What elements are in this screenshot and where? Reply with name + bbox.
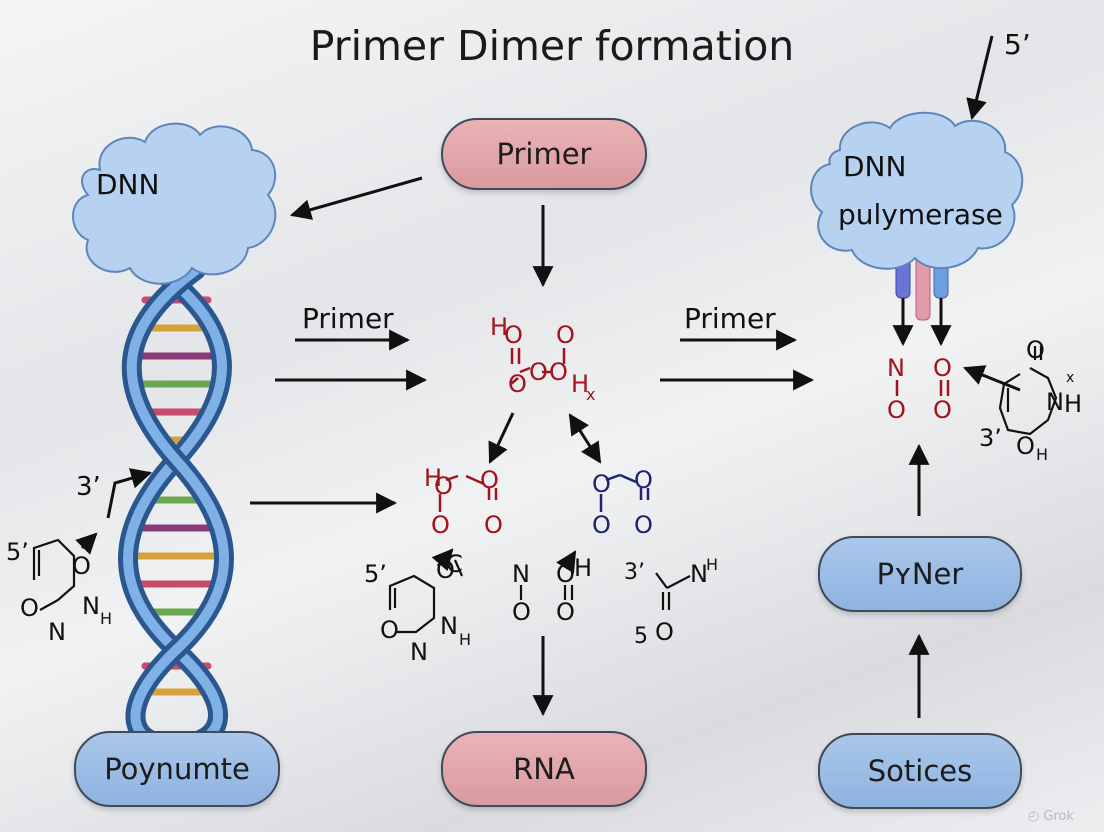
svg-text:H: H: [424, 464, 442, 492]
watermark-text: Grok: [1043, 809, 1074, 824]
svg-text:O: O: [504, 321, 523, 349]
ring-left: [32, 538, 76, 611]
svg-text:O: O: [634, 466, 653, 494]
grok-watermark: ◴ Grok: [1028, 809, 1074, 824]
arrows: [75, 35, 1021, 718]
strand-label-right-3: 3’: [979, 424, 1002, 452]
strand-label-center-5b: 5: [634, 624, 648, 649]
svg-text:N: N: [410, 638, 428, 666]
arrow-label-primer-right: Primer: [684, 302, 776, 335]
svg-text:x: x: [1066, 370, 1074, 386]
svg-text:O: O: [1026, 336, 1045, 364]
svg-text:N: N: [887, 354, 905, 382]
svg-text:O: O: [592, 470, 611, 498]
svg-text:H: H: [574, 554, 592, 582]
svg-text:O: O: [380, 616, 399, 644]
grok-icon: ◴: [1027, 809, 1040, 824]
poynumte-box[interactable]: Poynumte: [74, 731, 280, 807]
svg-text:N: N: [512, 560, 530, 588]
svg-text:O: O: [634, 511, 653, 539]
svg-text:O: O: [556, 598, 575, 626]
svg-text:N: N: [440, 612, 458, 640]
pyner-box[interactable]: PʏNer: [818, 536, 1022, 612]
molecule-right: [895, 380, 950, 396]
svg-text:H: H: [490, 313, 508, 341]
svg-text:H: H: [459, 630, 471, 649]
rna-box[interactable]: RNA: [441, 731, 647, 807]
svg-text:H: H: [706, 555, 718, 574]
svg-text:N: N: [48, 618, 66, 646]
svg-text:N: N: [690, 560, 708, 588]
strand-label-center-5: 5’: [364, 560, 387, 588]
strand-label-left-5: 5’: [6, 538, 29, 566]
svg-text:H: H: [100, 609, 112, 628]
svg-text:O: O: [655, 618, 674, 646]
svg-text:O: O: [933, 354, 952, 382]
svg-text:O: O: [556, 560, 575, 588]
arrow-center-ring: [431, 548, 454, 572]
dnn-cloud-left-label: DNN: [96, 168, 160, 201]
svg-text:C: C: [446, 550, 463, 578]
svg-text:O: O: [20, 594, 39, 622]
svg-text:O: O: [887, 396, 906, 424]
arrow-center-to-red: [488, 412, 515, 464]
arrow-top-5-down: [966, 35, 994, 121]
svg-text:N: N: [82, 592, 100, 620]
svg-text:O: O: [508, 370, 527, 398]
svg-text:N: N: [1046, 388, 1064, 416]
svg-text:O: O: [592, 511, 611, 539]
page-title: Primer Dimer formation: [309, 22, 795, 70]
svg-text:O: O: [549, 358, 568, 386]
arrow-oh-up: [556, 550, 577, 574]
strand-label-top-5: 5’: [1004, 28, 1031, 61]
svg-text:H: H: [571, 370, 589, 398]
svg-text:O: O: [529, 358, 548, 386]
sotices-box[interactable]: Sotices: [818, 733, 1022, 809]
molecule-red-lower: [438, 474, 498, 512]
molecule-center: [510, 348, 566, 385]
svg-text:O: O: [72, 552, 91, 580]
dnn-cloud-left: [72, 122, 277, 285]
svg-text:O: O: [484, 511, 503, 539]
molecule-navy: [599, 473, 650, 512]
svg-text:O: O: [431, 511, 450, 539]
arrow-3prime-left: [106, 468, 153, 519]
svg-text:H: H: [1064, 390, 1082, 418]
dna-helix: [118, 260, 234, 750]
primer-box[interactable]: Primer: [441, 118, 647, 190]
arrow-center-double: [568, 413, 602, 464]
svg-text:O: O: [512, 598, 531, 626]
svg-text:H: H: [1036, 445, 1048, 464]
arrow-left-ring: [75, 532, 98, 555]
strand-label-center-3: 3’: [624, 560, 645, 585]
svg-text:O: O: [1016, 432, 1035, 460]
arrow-label-primer-left: Primer: [302, 302, 394, 335]
svg-text:x: x: [586, 385, 595, 404]
dnn-polymerase-cloud: [810, 111, 1024, 270]
svg-text:O: O: [436, 556, 455, 584]
ring-center: [388, 574, 436, 634]
strand-label-left-3: 3’: [76, 472, 101, 502]
polymerase-label: pulymerase: [838, 198, 1003, 231]
molecule-black-fragments: [453, 559, 691, 610]
ring-right: [998, 346, 1058, 436]
arrow-ring-to-center: [963, 365, 1021, 392]
svg-text:O: O: [480, 466, 499, 494]
arrow-primer-to-dnn: [289, 176, 423, 220]
svg-text:O: O: [933, 396, 952, 424]
svg-text:O: O: [434, 472, 453, 500]
dnn-cloud-right-label: DNN: [843, 150, 907, 183]
svg-text:O: O: [556, 321, 575, 349]
